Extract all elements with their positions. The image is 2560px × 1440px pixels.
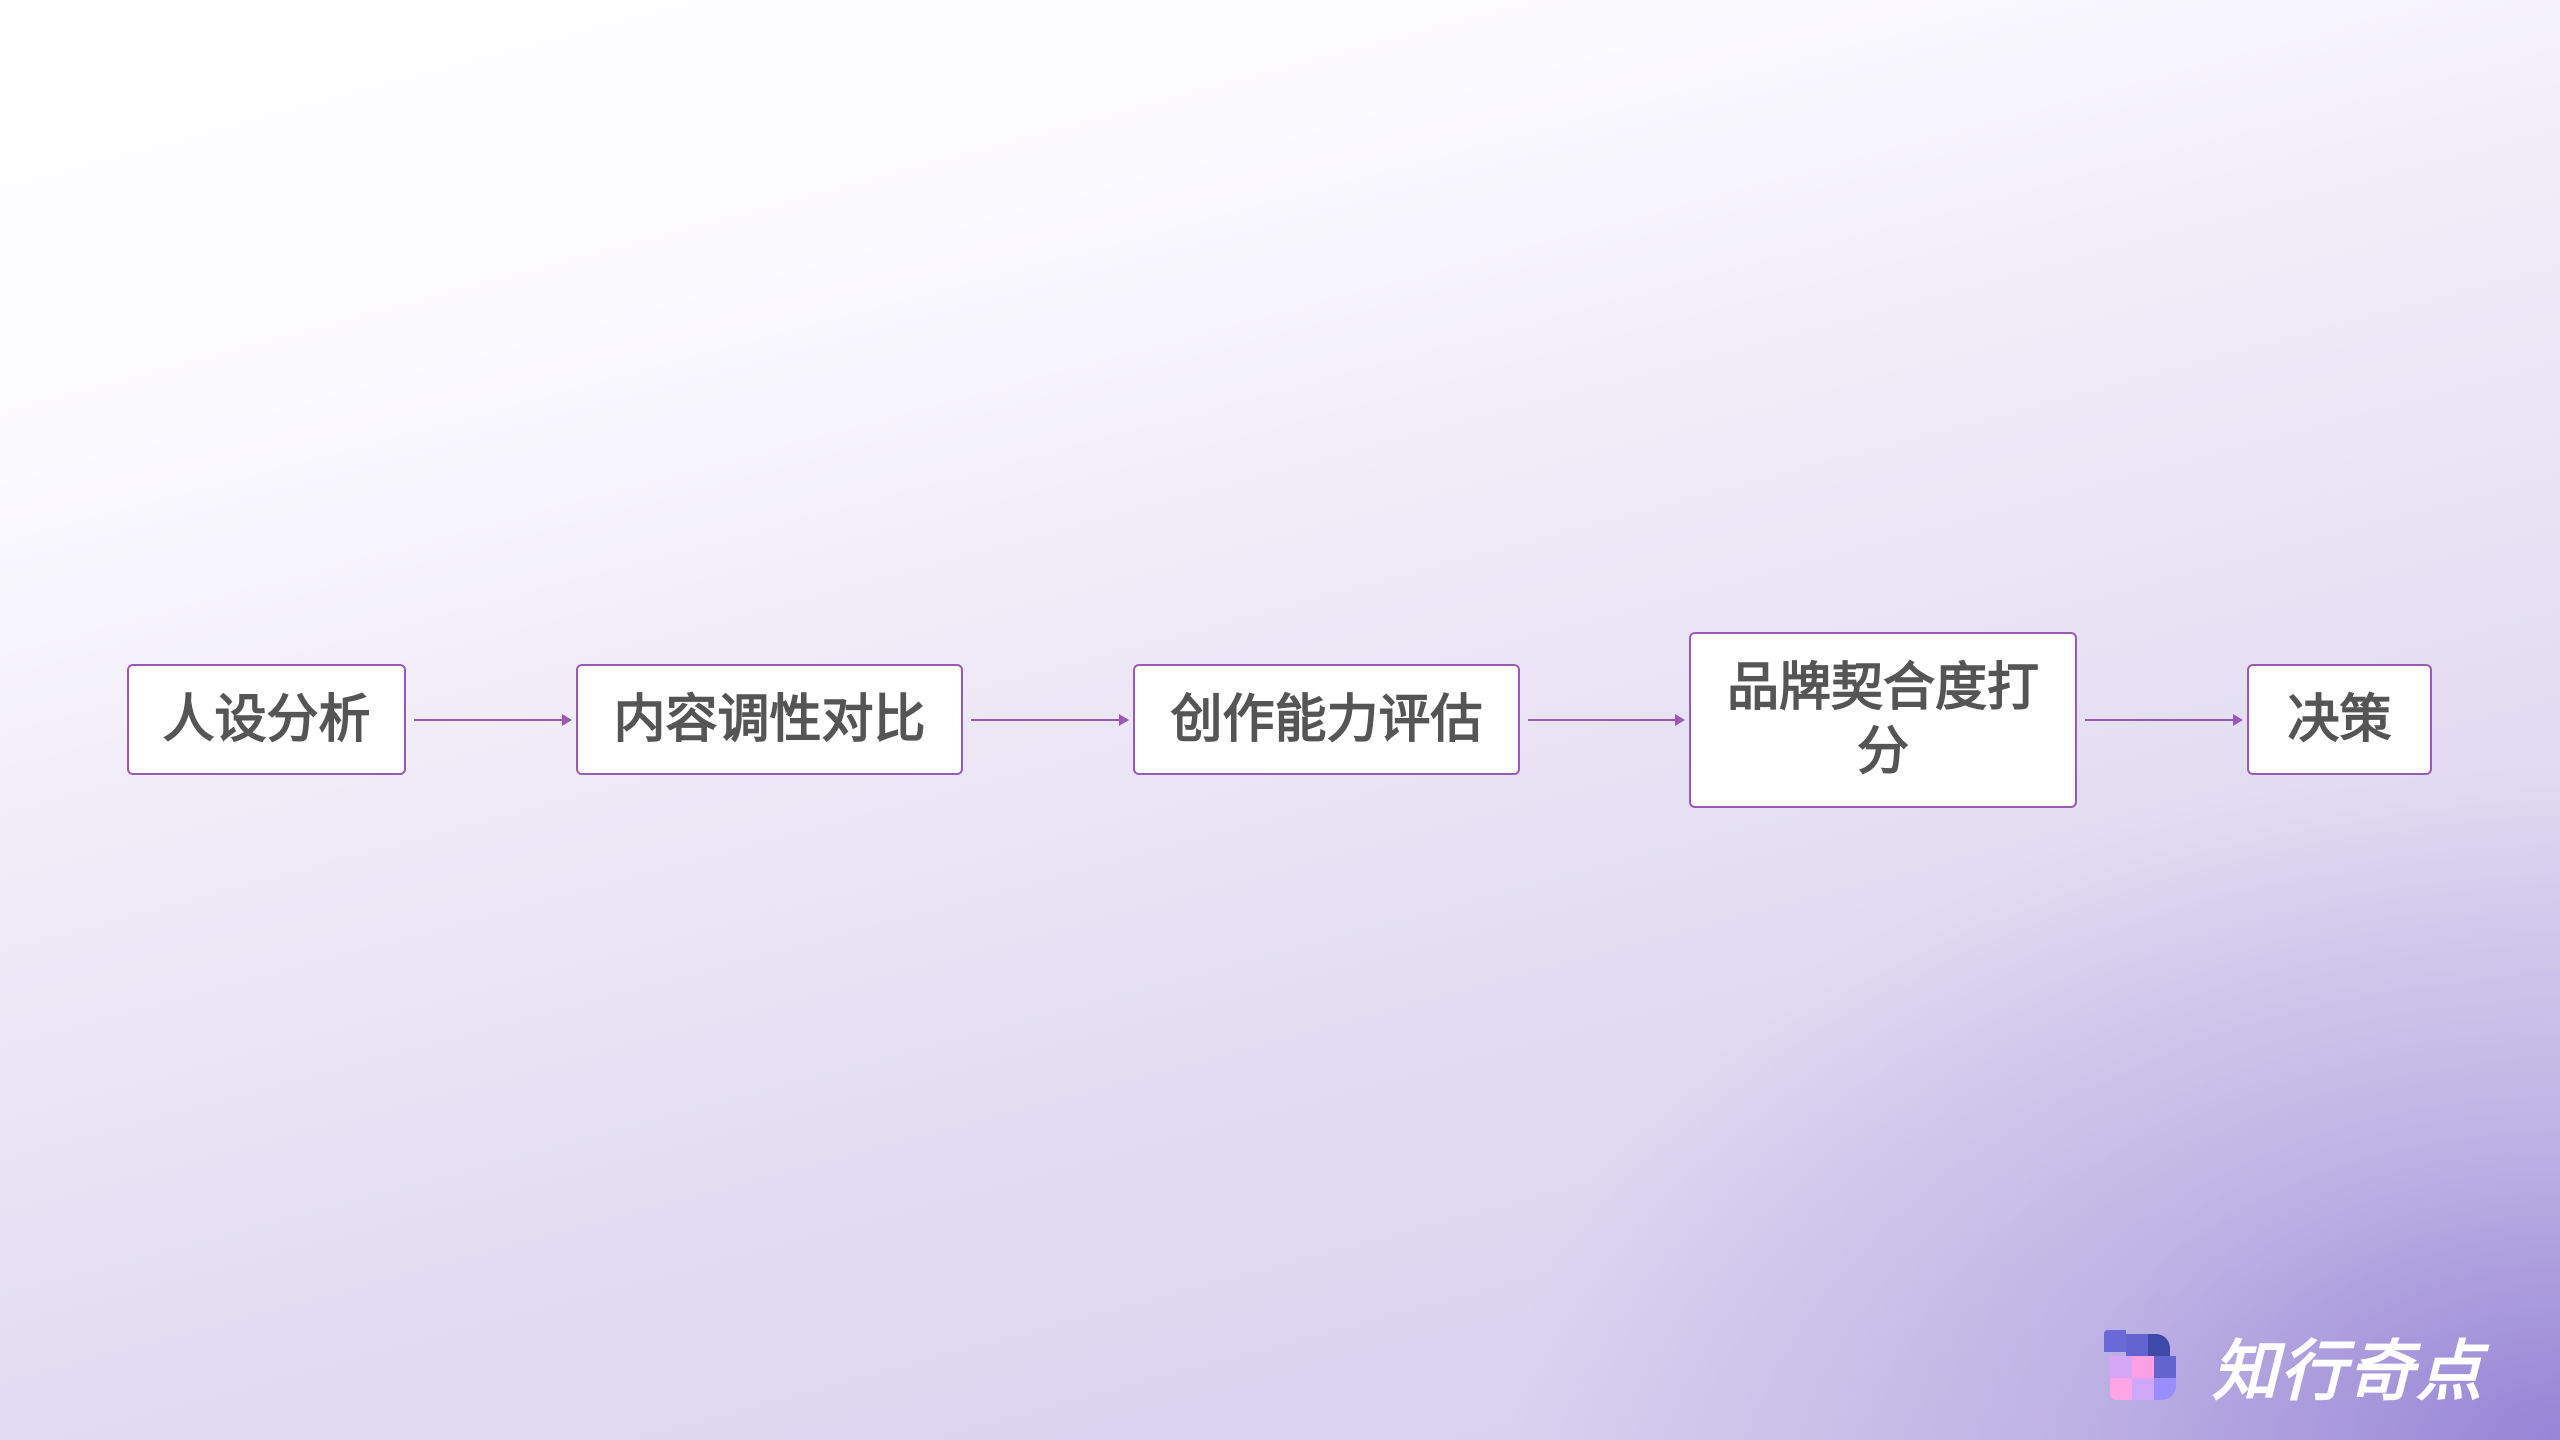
node-label: 人设分析 <box>162 689 371 750</box>
node-creative-ability-assessment: 创作能力评估 <box>1133 664 1520 775</box>
node-content-tone-comparison: 内容调性对比 <box>576 664 963 775</box>
node-label: 品牌契合度打分 <box>1726 658 2039 782</box>
node-label: 内容调性对比 <box>613 689 926 750</box>
arrow-2-to-3 <box>971 714 1129 726</box>
brand-name: 知行奇点 <box>2212 1333 2484 1410</box>
arrow-3-to-4 <box>1528 714 1685 726</box>
node-persona-analysis: 人设分析 <box>127 664 406 775</box>
arrow-4-to-5 <box>2085 714 2243 726</box>
node-label: 决策 <box>2287 689 2392 750</box>
brand-logo: 知行奇点 <box>2104 1318 2484 1414</box>
arrow-1-to-2 <box>414 714 572 726</box>
node-brand-fit-scoring: 品牌契合度打分 <box>1689 632 2077 808</box>
node-decision: 决策 <box>2247 664 2432 775</box>
pixel-grid-logo-icon <box>2104 1330 2176 1402</box>
node-label: 创作能力评估 <box>1170 689 1483 750</box>
